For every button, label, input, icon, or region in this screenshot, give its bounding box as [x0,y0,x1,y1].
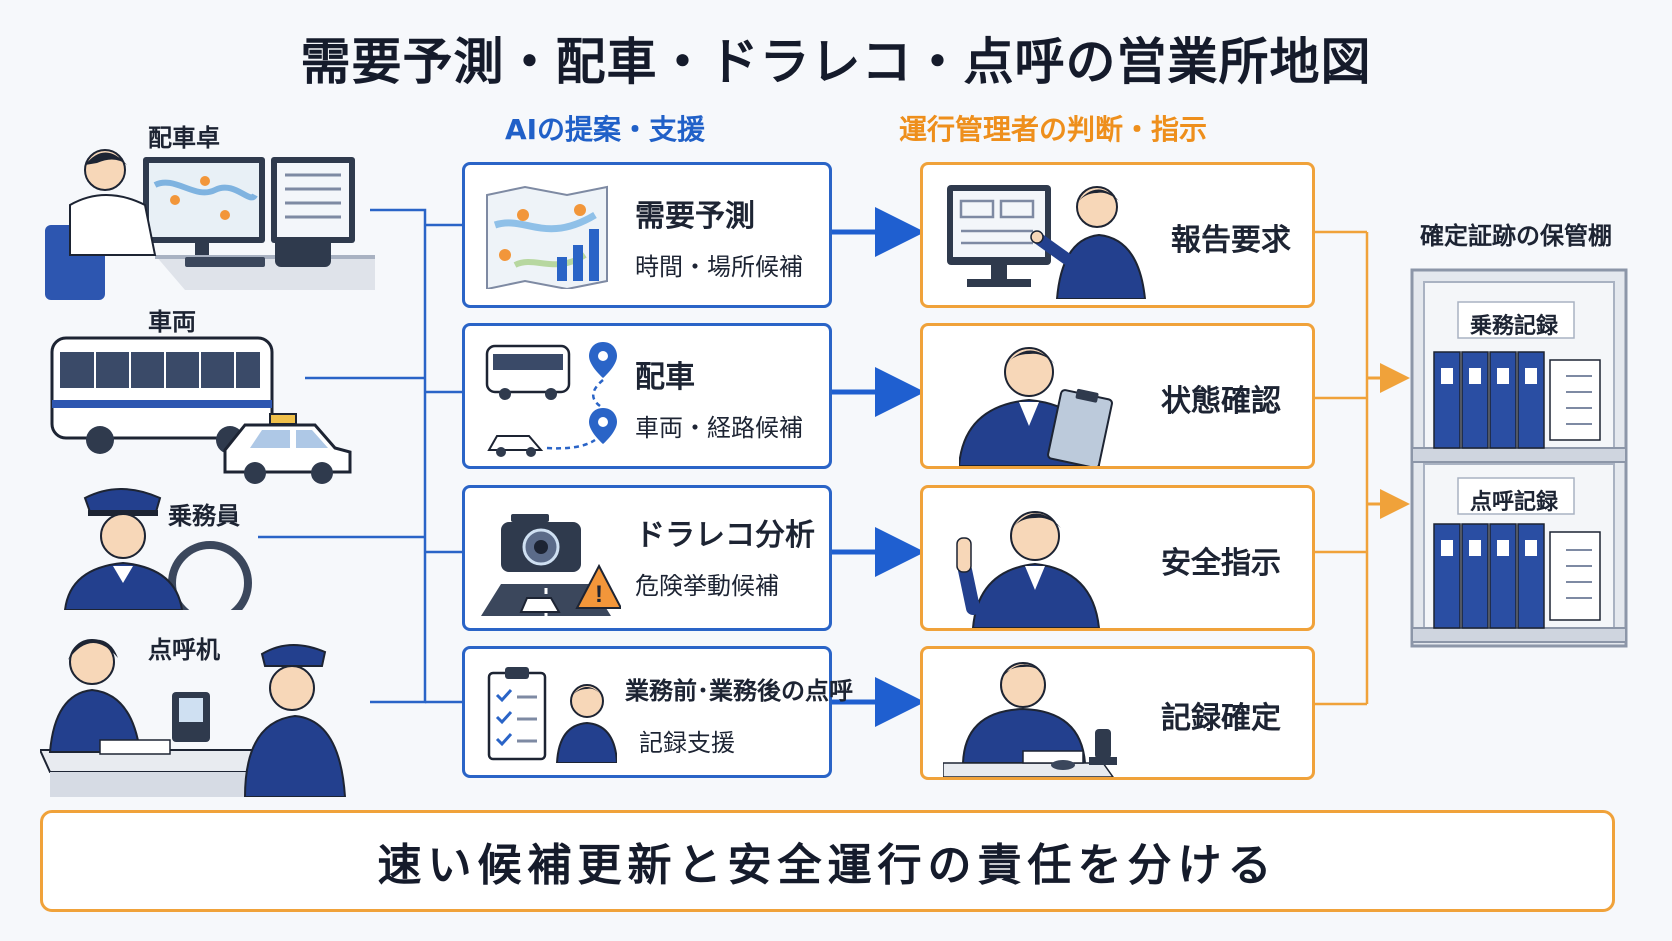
manager-card-record-finalize[interactable]: 記録確定 [920,646,1315,780]
dashcam-icon: ! [481,514,621,616]
driver-icon [63,488,252,610]
ai-card-dashcam-analysis[interactable]: ! ドラレコ分析 危険挙動候補 [462,485,832,631]
ai-card-title: 需要予測 [635,199,755,234]
manager-action-label: 報告要求 [1171,223,1291,258]
source-label-dispatch-desk: 配車卓 [148,124,220,152]
manager-column-heading: 運行管理者の判断・指示 [898,113,1207,146]
footer-banner: 速い候補更新と安全運行の責任を分ける [40,810,1615,912]
ai-card-title: ドラレコ分析 [635,518,815,553]
dispatcher-desk-icon [45,149,375,300]
ai-card-title: 業務前･業務後の点呼 [625,677,853,705]
roll-call-desk-icon [40,639,347,797]
manager-stamp-icon [943,662,1117,777]
manager-monitor-icon [947,185,1147,299]
manager-pointing-icon [956,511,1101,628]
manager-card-status-check[interactable]: 状態確認 [920,323,1315,469]
source-label-driver: 乗務員 [168,502,240,530]
manager-action-label: 状態確認 [1161,384,1281,419]
dispatch-route-icon [485,342,617,457]
shelf-label-duty-record: 乗務記録 [1470,314,1559,339]
ai-card-dispatch[interactable]: 配車 車両・経路候補 [462,323,832,469]
shelf-label-roll-call-record: 点呼記録 [1470,490,1559,515]
ai-card-subtitle: 車両・経路候補 [635,414,803,442]
ai-card-demand-forecast[interactable]: 需要予測 時間・場所候補 [462,162,832,308]
archive-shelf-icon [1410,268,1628,648]
manager-action-label: 安全指示 [1161,546,1281,581]
svg-text:!: ! [595,581,603,608]
archive-heading: 確定証跡の保管棚 [1420,222,1612,250]
demand-map-icon [486,185,608,289]
source-label-vehicle: 車両 [148,308,196,336]
bus-and-taxi-icon [50,336,352,484]
manager-action-label: 記録確定 [1161,701,1281,736]
ai-column-heading: AIの提案・支援 [504,113,706,146]
checklist-icon [487,667,617,763]
page-title: 需要予測・配車・ドラレコ・点呼の営業所地図 [300,33,1372,91]
ai-card-subtitle: 危険挙動候補 [635,572,779,600]
ai-card-title: 配車 [635,360,695,395]
manager-clipboard-icon [959,347,1113,466]
ai-card-subtitle: 時間・場所候補 [635,253,803,281]
ai-card-subtitle: 記録支援 [639,729,735,757]
ai-card-roll-call[interactable]: 業務前･業務後の点呼 記録支援 [462,646,853,778]
manager-card-safety-instruction[interactable]: 安全指示 [920,485,1315,631]
manager-card-report-request[interactable]: 報告要求 [920,162,1315,308]
source-label-roll-call-desk: 点呼机 [148,636,220,664]
